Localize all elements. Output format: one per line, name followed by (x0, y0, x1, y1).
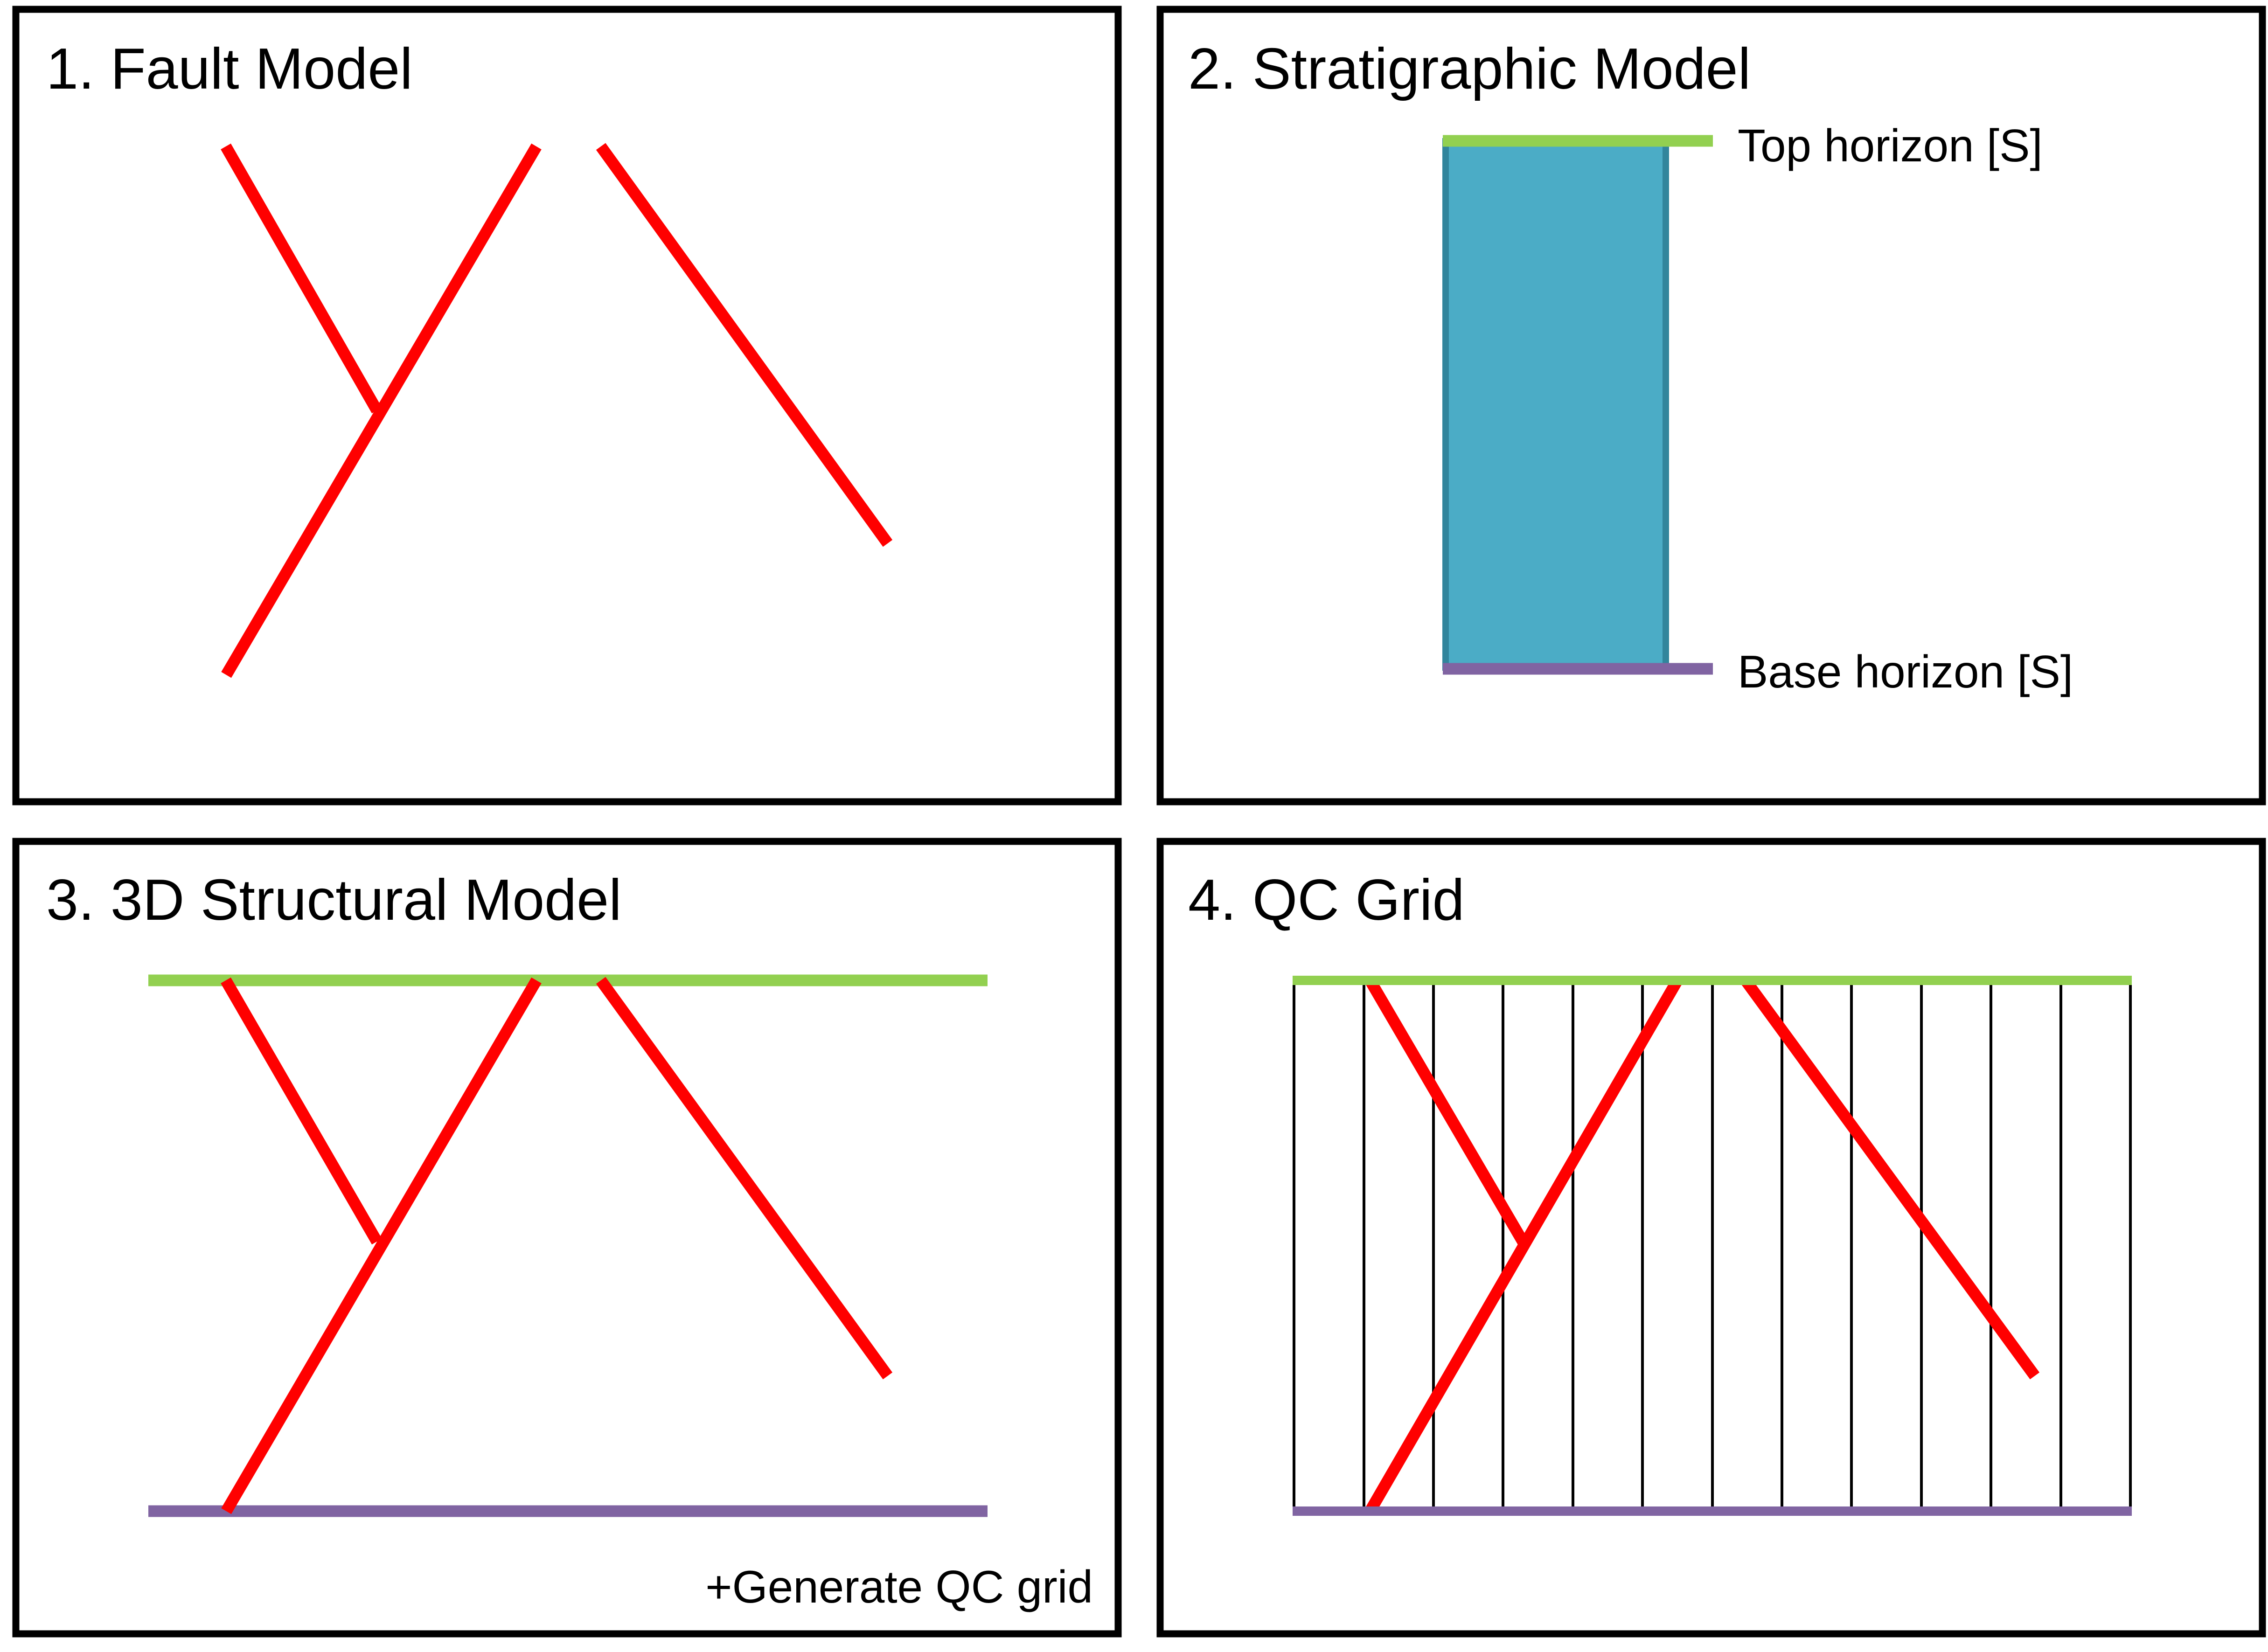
panel-title: 2. Stratigraphic Model (1188, 37, 1751, 101)
fault-right (596, 977, 893, 1380)
fault-main (1365, 977, 1683, 1514)
fault-lines (221, 143, 893, 678)
fault-branch-left (221, 977, 382, 1245)
panel-frame (1156, 6, 2266, 805)
panel-stratigraphic-model: 2. Stratigraphic Model Top horizon [S] B… (1156, 6, 2266, 805)
fault-main (221, 977, 542, 1514)
panel-frame (12, 6, 1122, 805)
panel-frame (12, 838, 1122, 1638)
strat-column (1442, 138, 1669, 671)
panel-3d-structural-model: 3. 3D Structural Model +Generate QC grid (12, 838, 1122, 1638)
fault-right (596, 143, 893, 547)
top-horizon-label: Top horizon [S] (1738, 120, 2043, 171)
panel-title: 1. Fault Model (46, 37, 413, 101)
qc-grid-cells (1293, 980, 2132, 1511)
fault-right (1740, 977, 2040, 1380)
fault-branch-left (221, 143, 382, 414)
fault-branch-left (1365, 977, 1530, 1248)
panel-title: 4. QC Grid (1188, 868, 1465, 932)
base-horizon-label: Base horizon [S] (1738, 646, 2073, 697)
fault-main (221, 143, 542, 678)
panel-qc-grid: 4. QC Grid (1156, 838, 2266, 1638)
fault-lines (1365, 977, 2040, 1514)
strat-column-fill (1443, 138, 1668, 668)
panel-fault-model: 1. Fault Model (12, 6, 1122, 805)
fault-lines (221, 977, 893, 1514)
panel-title: 3. 3D Structural Model (46, 868, 622, 932)
generate-qc-grid-label: +Generate QC grid (705, 1561, 1093, 1612)
